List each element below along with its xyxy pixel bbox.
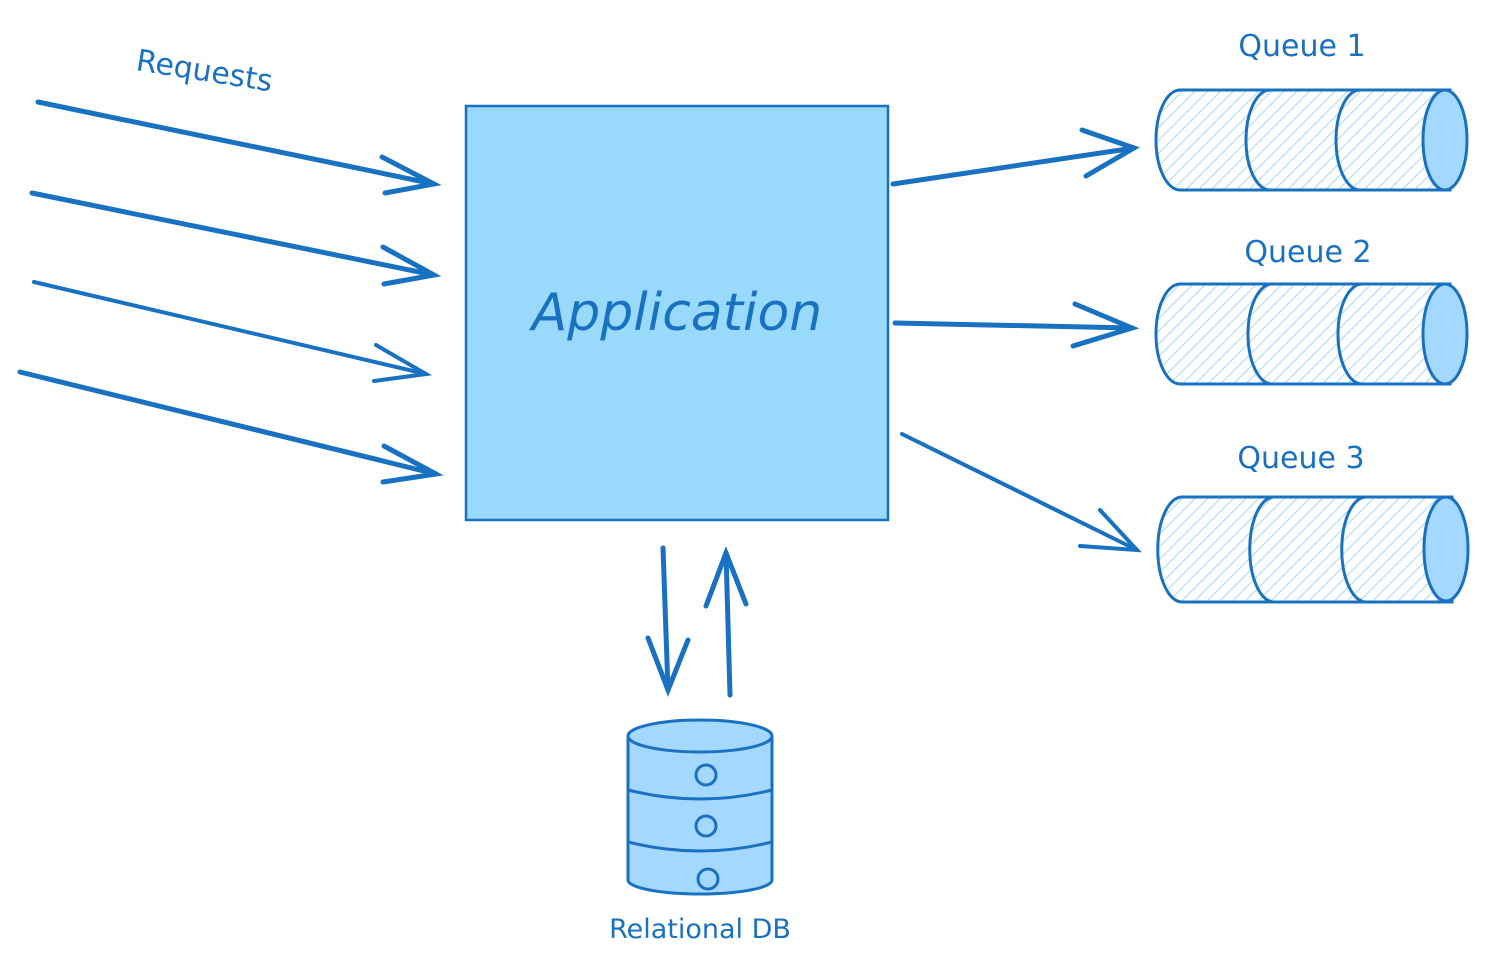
- queue-2: Queue 2: [1154, 235, 1469, 386]
- queue-label: Queue 2: [1244, 235, 1371, 270]
- queue-arrow: [892, 301, 1140, 349]
- db-read-arrow: [645, 545, 691, 697]
- database-icon: [626, 718, 774, 896]
- application-box: Application: [464, 104, 890, 522]
- request-arrow: [17, 369, 444, 485]
- request-arrow: [29, 190, 442, 287]
- queue-3: Queue 3: [1156, 441, 1470, 604]
- db-label: Relational DB: [609, 914, 791, 945]
- queue-arrow: [900, 432, 1142, 553]
- queue-label: Queue 1: [1238, 29, 1365, 64]
- queue-1: Queue 1: [1154, 29, 1469, 192]
- application-label: Application: [529, 283, 823, 343]
- requests-label: Requests: [134, 43, 275, 99]
- request-arrow: [32, 280, 433, 383]
- db-write-arrow: [703, 546, 749, 698]
- queue-arrow: [890, 127, 1140, 187]
- request-arrow: [35, 99, 442, 196]
- queue-label: Queue 3: [1237, 441, 1364, 476]
